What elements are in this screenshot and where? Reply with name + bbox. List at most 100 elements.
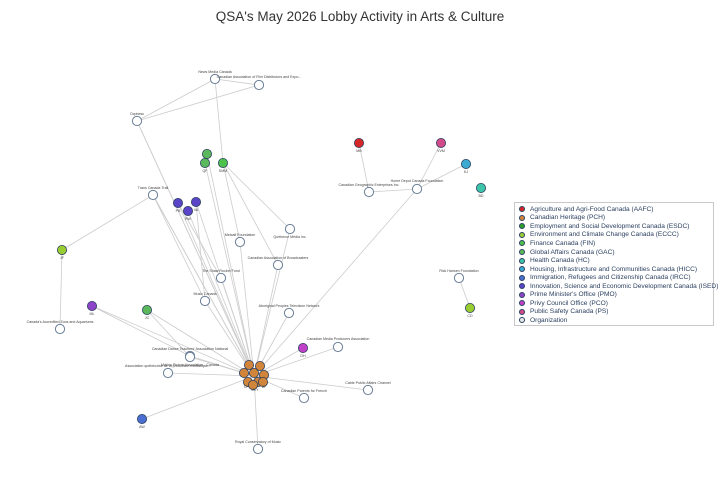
edge: [146, 309, 191, 358]
organization-node[interactable]: [131, 115, 143, 127]
organization-label: Trans Canada Trail: [138, 186, 169, 190]
organization-node[interactable]: [199, 295, 211, 307]
official-node[interactable]: [353, 137, 364, 148]
official-node[interactable]: [172, 197, 183, 208]
organization-node[interactable]: [272, 259, 284, 271]
official-label: DH: [300, 354, 306, 358]
official-label: QF: [203, 169, 209, 173]
legend-item[interactable]: Public Safety Canada (PS): [519, 308, 713, 317]
legend-item[interactable]: Agriculture and Agri-Food Canada (AAFC): [519, 205, 713, 214]
edge: [222, 162, 279, 266]
official-node[interactable]: [57, 244, 68, 255]
organization-node[interactable]: [362, 384, 374, 396]
official-node[interactable]: [435, 137, 446, 148]
legend-item[interactable]: Privy Council Office (PCO): [519, 299, 713, 308]
organization-label: Cable Public Affairs Channel: [345, 381, 391, 385]
organization-node[interactable]: [298, 392, 310, 404]
organization-node[interactable]: [209, 73, 221, 85]
pch-official-node[interactable]: [257, 376, 268, 387]
legend-item[interactable]: Employment and Social Development Canada…: [519, 222, 713, 231]
legend-label: Immigration, Refugees and Citizenship Ca…: [530, 274, 691, 282]
edge: [167, 372, 255, 377]
edge: [152, 194, 255, 377]
official-node[interactable]: [201, 148, 212, 159]
legend-swatch: [519, 257, 525, 264]
organization-label: Québecor Média inc.: [273, 235, 306, 239]
edge: [136, 78, 216, 122]
edge: [222, 162, 291, 230]
organization-label: Canadian Geographic Enterprises Inc.: [339, 183, 400, 187]
legend-swatch: [519, 231, 525, 238]
pch-official-node[interactable]: [243, 359, 254, 370]
official-label: JF: [60, 256, 65, 260]
legend-item[interactable]: Housing, Infrastructure and Communities …: [519, 265, 713, 274]
organization-label: Aboriginal Peoples Television Network: [259, 304, 320, 308]
legend-item[interactable]: Immigration, Refugees and Citizenship Ca…: [519, 273, 713, 282]
official-node[interactable]: [190, 196, 201, 207]
legend-label: Prime Minister's Office (PMO): [530, 291, 617, 299]
official-label: JC: [145, 316, 150, 320]
organization-node[interactable]: [411, 183, 423, 195]
official-node[interactable]: [217, 157, 228, 168]
organization-node[interactable]: [184, 351, 196, 363]
pch-official-node[interactable]: [254, 360, 265, 371]
pch-official-node[interactable]: [238, 367, 249, 378]
official-label: AW: [139, 425, 145, 429]
organization-node[interactable]: [453, 272, 465, 284]
legend-swatch: [519, 300, 525, 307]
legend-item[interactable]: Environment and Climate Change Canada (E…: [519, 231, 713, 240]
legend-label: Employment and Social Development Canada…: [530, 222, 690, 230]
edge: [239, 241, 255, 377]
legend-swatch: [519, 274, 525, 281]
organization-label: Association québécoise de la production …: [125, 364, 211, 368]
organization-node[interactable]: [252, 443, 264, 455]
organization-label: Canada's Accredited Zoos and Aquariums: [27, 320, 94, 324]
organization-node[interactable]: [253, 79, 265, 91]
edge: [91, 305, 191, 357]
legend-item[interactable]: Organization: [519, 316, 713, 325]
organization-node[interactable]: [162, 367, 174, 379]
organization-node[interactable]: [234, 236, 246, 248]
pch-official-node[interactable]: [248, 367, 259, 378]
organization-node[interactable]: [283, 307, 295, 319]
official-node[interactable]: [475, 182, 486, 193]
organization-node[interactable]: [363, 186, 375, 198]
legend-label: Public Safety Canada (PS): [530, 308, 609, 316]
organization-node[interactable]: [215, 272, 227, 284]
pch-official-node[interactable]: [247, 379, 258, 390]
edge: [177, 202, 255, 377]
organization-label: Home Depot Canada Foundation: [391, 179, 444, 183]
official-label: PB: [176, 209, 181, 213]
legend-label: Organization: [530, 316, 568, 324]
official-node[interactable]: [464, 302, 475, 313]
official-label: ML: [90, 312, 95, 316]
edge: [253, 375, 369, 391]
legend-item[interactable]: Health Canada (HC): [519, 256, 713, 265]
legend-item[interactable]: Prime Minister's Office (PMO): [519, 290, 713, 299]
legend-item[interactable]: Global Affairs Canada (GAC): [519, 248, 713, 257]
organization-label: Metcalf Foundation: [225, 233, 256, 237]
legend-item[interactable]: Canadian Heritage (PCH): [519, 214, 713, 223]
legend-label: Finance Canada (FIN): [530, 239, 596, 247]
organization-node[interactable]: [147, 189, 159, 201]
legend-item[interactable]: Finance Canada (FIN): [519, 239, 713, 248]
edge: [416, 142, 442, 190]
official-node[interactable]: [136, 413, 147, 424]
edge: [187, 210, 255, 377]
official-node[interactable]: [87, 300, 98, 311]
organization-node[interactable]: [332, 341, 344, 353]
legend-swatch: [519, 308, 525, 315]
diagram-title: QSA's May 2026 Lobby Activity in Arts & …: [215, 9, 505, 24]
official-node[interactable]: [297, 342, 308, 353]
official-node[interactable]: [182, 205, 193, 216]
legend-item[interactable]: Innovation, Science and Economic Develop…: [519, 282, 718, 291]
organization-node[interactable]: [54, 323, 66, 335]
organization-node[interactable]: [284, 223, 296, 235]
official-node[interactable]: [460, 158, 471, 169]
official-node[interactable]: [141, 304, 152, 315]
official-node[interactable]: [199, 157, 210, 168]
legend-label: Privy Council Office (PCO): [530, 299, 608, 307]
